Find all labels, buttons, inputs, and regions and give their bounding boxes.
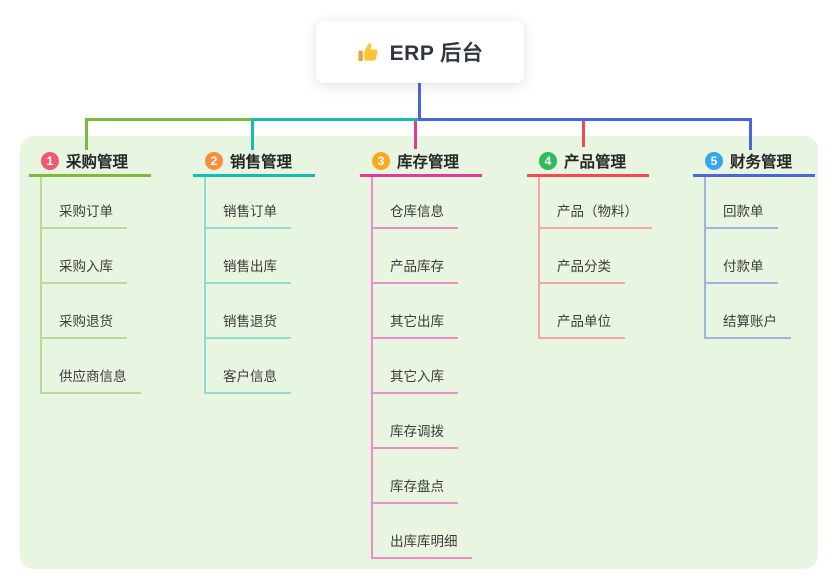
- leaf-node[interactable]: 销售退货: [206, 284, 291, 339]
- thumbs-up-icon: [357, 41, 380, 64]
- drop-line-inventory: [414, 121, 417, 149]
- connector-finance: [418, 118, 752, 121]
- connector-sales: [251, 118, 421, 121]
- leaf-node[interactable]: 销售订单: [206, 177, 291, 229]
- branch-header[interactable]: 4 产品管理: [527, 147, 649, 177]
- branch-title: 销售管理: [230, 153, 293, 171]
- branch-title: 财务管理: [730, 153, 793, 171]
- leaf-node[interactable]: 采购入库: [42, 229, 127, 284]
- branch-inventory-management: 3 库存管理 仓库信息 产品库存 其它出库 其它入库 库存调拨 库存盘点 出库库…: [360, 147, 482, 559]
- leaf-node[interactable]: 库存调拨: [373, 394, 458, 449]
- leaf-node[interactable]: 其它入库: [373, 339, 458, 394]
- branch-children: 产品（物料） 产品分类 产品单位: [538, 177, 652, 339]
- leaf-node[interactable]: 仓库信息: [373, 177, 458, 229]
- branch-number-badge: 3: [372, 151, 390, 170]
- leaf-node[interactable]: 出库库明细: [373, 504, 472, 559]
- branch-product-management: 4 产品管理 产品（物料） 产品分类 产品单位: [527, 147, 652, 339]
- branch-children: 回款单 付款单 结算账户: [704, 177, 815, 339]
- drop-line-purchase: [85, 118, 88, 150]
- leaf-node[interactable]: 回款单: [706, 177, 778, 229]
- branch-header[interactable]: 5 财务管理: [693, 147, 815, 177]
- branch-sales-management: 2 销售管理 销售订单 销售出库 销售退货 客户信息: [193, 147, 315, 394]
- branch-header[interactable]: 1 采购管理: [29, 147, 151, 177]
- branch-number-badge: 2: [205, 151, 223, 170]
- branch-children: 销售订单 销售出库 销售退货 客户信息: [204, 177, 315, 394]
- branch-header[interactable]: 3 库存管理: [360, 147, 482, 177]
- leaf-node[interactable]: 产品单位: [540, 284, 625, 339]
- branch-number-badge: 4: [539, 151, 557, 170]
- leaf-node[interactable]: 销售出库: [206, 229, 291, 284]
- branch-children: 仓库信息 产品库存 其它出库 其它入库 库存调拨 库存盘点 出库库明细: [371, 177, 482, 559]
- leaf-node[interactable]: 客户信息: [206, 339, 291, 394]
- connector-purchase: [85, 118, 254, 121]
- branch-number-badge: 1: [41, 151, 59, 170]
- leaf-node[interactable]: 库存盘点: [373, 449, 458, 504]
- branch-title: 产品管理: [564, 153, 627, 171]
- mindmap-canvas: 1 采购管理 采购订单 采购入库 采购退货 供应商信息 2 销售管理 销售订单 …: [20, 136, 818, 569]
- leaf-node[interactable]: 产品库存: [373, 229, 458, 284]
- drop-line-sales: [251, 118, 254, 150]
- leaf-node[interactable]: 采购订单: [42, 177, 127, 229]
- branch-children: 采购订单 采购入库 采购退货 供应商信息: [40, 177, 151, 394]
- root-label: ERP 后台: [389, 42, 484, 65]
- root-node[interactable]: ERP 后台: [316, 21, 524, 83]
- root-stem-line: [418, 83, 421, 120]
- leaf-node[interactable]: 其它出库: [373, 284, 458, 339]
- branch-title: 库存管理: [397, 153, 460, 171]
- branch-finance-management: 5 财务管理 回款单 付款单 结算账户: [693, 147, 815, 339]
- leaf-node[interactable]: 产品（物料）: [540, 177, 652, 229]
- leaf-node[interactable]: 采购退货: [42, 284, 127, 339]
- leaf-node[interactable]: 产品分类: [540, 229, 625, 284]
- branch-purchase-management: 1 采购管理 采购订单 采购入库 采购退货 供应商信息: [29, 147, 151, 394]
- drop-line-product: [582, 121, 585, 147]
- branch-title: 采购管理: [66, 153, 129, 171]
- branch-header[interactable]: 2 销售管理: [193, 147, 315, 177]
- leaf-node[interactable]: 付款单: [706, 229, 778, 284]
- leaf-node[interactable]: 结算账户: [706, 284, 791, 339]
- branch-number-badge: 5: [705, 151, 723, 170]
- leaf-node[interactable]: 供应商信息: [42, 339, 141, 394]
- drop-line-finance: [749, 118, 752, 150]
